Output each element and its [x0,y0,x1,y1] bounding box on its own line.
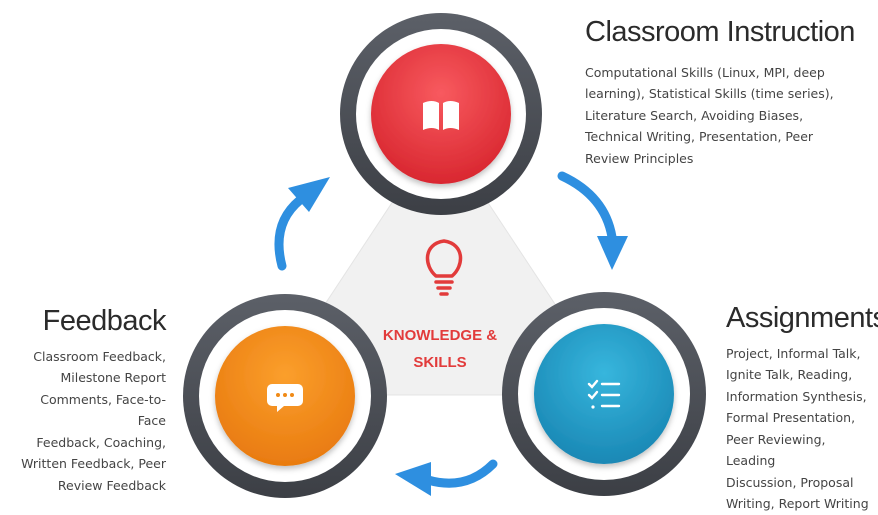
classroom-instruction-block: Classroom Instruction Computational Skil… [585,16,855,170]
lightbulb-icon [425,239,463,296]
description-line: Technical Writing, Presentation, Peer [585,129,814,145]
description-line: Ignite Talk, Reading, [726,367,853,383]
description-line: Computational Skills (Linux, MPI, deep [585,64,825,80]
description-line: Discussion, Proposal [726,474,854,490]
description-line: Project, Informal Talk, [726,345,861,361]
classroom-instruction-description: Computational Skills (Linux, MPI, deep l… [585,62,855,170]
description-line: Information Synthesis, [726,388,867,404]
classroom-instruction-title: Classroom Instruction [585,16,855,48]
description-line: Review Principles [585,150,694,166]
description-line: Formal Presentation, [726,410,856,426]
checklist-icon [587,379,621,409]
feedback-title: Feedback [42,305,167,337]
feedback-block: Feedback Classroom Feedback, Milestone R… [14,305,167,497]
center-label-line1: KNOWLEDGE & [382,327,498,344]
description-line: Literature Search, Avoiding Biases, [585,107,804,123]
arrow-instruction-to-assignments [557,171,628,270]
feedback-node [183,294,387,498]
description-line: Peer Reviewing, Leading [726,431,826,469]
description-line: Comments, Face-to-Face [40,391,166,429]
open-book-icon [423,101,459,130]
classroom-instruction-node [340,13,542,215]
arrow-assignments-to-feedback [395,459,498,496]
speech-bubble-icon [267,384,303,412]
description-line: Milestone Report [60,370,166,386]
description-line: Written Feedback, Peer [21,456,166,472]
assignments-node [502,292,706,496]
arrow-feedback-to-instruction [274,177,330,271]
feedback-description: Classroom Feedback, Milestone Report Com… [14,346,166,497]
assignments-title: Assignments [726,302,878,334]
description-line: Feedback, Coaching, [36,434,166,450]
description-line: learning), Statistical Skills (time seri… [585,86,834,102]
description-line: Classroom Feedback, [33,348,166,364]
description-line: Review Feedback [57,477,166,493]
center-label-line2: SKILLS [413,354,467,371]
assignments-description: Project, Informal Talk, Ignite Talk, Rea… [726,343,878,515]
description-line: Writing, Report Writing [726,496,869,512]
assignments-block: Assignments Project, Informal Talk, Igni… [726,302,878,515]
cycle-diagram [183,13,706,498]
